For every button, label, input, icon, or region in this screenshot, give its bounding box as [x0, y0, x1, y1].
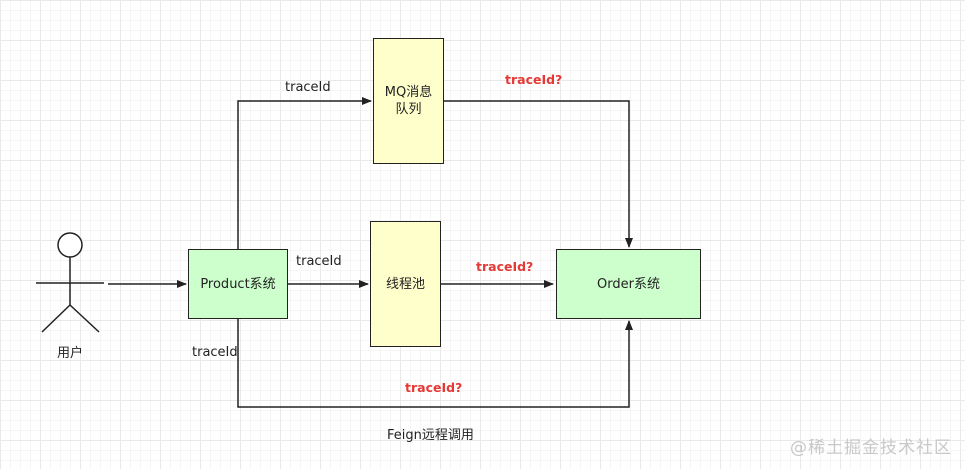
watermark-text: @稀土掘金技术社区	[790, 438, 952, 458]
threadpool-label: 线程池	[385, 276, 425, 292]
mq-queue-node: MQ消息 队列	[373, 38, 444, 164]
edge-label-mq-order: traceId?	[505, 72, 563, 87]
mq-queue-label: MQ消息 队列	[384, 85, 433, 117]
feign-caption: Feign远程调用	[387, 428, 474, 443]
threadpool-node: 线程池	[370, 221, 441, 347]
product-system-label: Product系统	[200, 276, 276, 292]
user-actor-icon	[36, 232, 104, 333]
edge-label-threadpool-order: traceId?	[476, 259, 534, 274]
edge-label-product-mq: traceId	[285, 80, 331, 95]
edge-label-product-feign: traceId	[192, 345, 238, 360]
edge-product-to-order-feign	[237, 319, 633, 408]
user-label: 用户	[57, 346, 84, 361]
edge-mq-to-order	[444, 100, 633, 248]
edge-product-to-mq	[237, 97, 372, 249]
product-system-node: Product系统	[188, 249, 288, 319]
edge-label-feign-order: traceId?	[405, 380, 463, 395]
edge-label-product-threadpool: traceId	[296, 254, 342, 269]
order-system-node: Order系统	[556, 249, 701, 319]
order-system-label: Order系统	[597, 276, 660, 292]
